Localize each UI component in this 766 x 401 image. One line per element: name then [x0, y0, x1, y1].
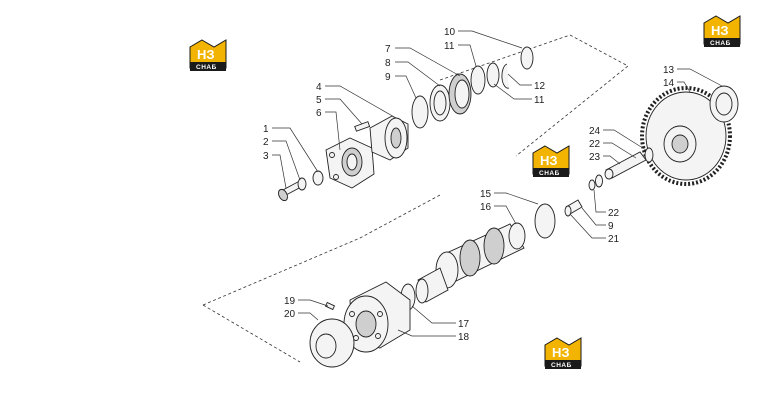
callout-9: 9: [608, 221, 614, 232]
pin-part: [324, 301, 336, 311]
callout-7: 7: [385, 44, 391, 55]
ring-part: [644, 147, 654, 163]
callout-13: 13: [663, 65, 675, 76]
logo-mark: НЗ: [540, 153, 558, 168]
callout-11: 11: [444, 41, 455, 52]
ring-part: [470, 65, 486, 95]
logo-caption: СНАБ: [551, 362, 572, 369]
housing-part: [369, 115, 409, 161]
ring-part: [588, 179, 596, 191]
callout-4: 4: [316, 82, 322, 93]
screw-part: [354, 121, 371, 132]
callout-10: 10: [444, 27, 456, 38]
callout-labels: 1 2 3 4 5 6 7 8 9 10 11 12 11 13 14 24 2…: [263, 27, 675, 343]
logo-mark: НЗ: [197, 47, 215, 62]
washer-part: [312, 170, 324, 186]
callout-2: 2: [263, 137, 269, 148]
callout-16: 16: [480, 202, 492, 213]
logo-caption: СНАБ: [539, 170, 560, 177]
callout-17: 17: [458, 319, 470, 330]
callout-1: 1: [263, 124, 269, 135]
bearing-part: [448, 73, 472, 115]
disc-part: [309, 318, 355, 368]
callout-15: 15: [480, 189, 492, 200]
assembly-frame-bottom: [202, 304, 301, 363]
callout-5: 5: [316, 95, 322, 106]
carrier-part: [343, 281, 411, 353]
logo-mark: НЗ: [711, 23, 729, 38]
assembly-frame: [439, 34, 629, 157]
callout-20: 20: [284, 309, 296, 320]
callout-3: 3: [263, 151, 269, 162]
ring-part: [411, 95, 429, 129]
bearing-part: [709, 85, 739, 123]
callout-22: 22: [608, 208, 620, 219]
logo-caption: СНАБ: [196, 64, 217, 71]
pin-part: [604, 151, 647, 180]
callout-6: 6: [316, 108, 322, 119]
brand-logo: НЗ СНАБ: [189, 39, 227, 71]
o-ring-part: [534, 203, 556, 239]
ring-part: [595, 174, 603, 188]
assembly-frame-lower: [202, 194, 441, 306]
snap-ring-part: [486, 62, 500, 88]
brand-logo: НЗ СНАБ: [703, 15, 741, 47]
callout-21: 21: [608, 234, 620, 245]
callout-22: 22: [589, 139, 601, 150]
shaft-part: [415, 222, 526, 304]
logo-mark: НЗ: [552, 345, 570, 360]
brand-logo: НЗ СНАБ: [532, 145, 570, 177]
callout-23: 23: [589, 152, 601, 163]
callout-11: 11: [534, 95, 545, 106]
ring-part: [520, 46, 534, 70]
bearing-part: [429, 84, 451, 122]
plug-part: [564, 199, 583, 217]
callout-9: 9: [385, 72, 391, 83]
gear-part: [640, 86, 732, 186]
callout-8: 8: [385, 58, 391, 69]
callout-12: 12: [534, 81, 546, 92]
brand-logo: НЗ СНАБ: [544, 337, 582, 369]
callout-24: 24: [589, 126, 601, 137]
logo-caption: СНАБ: [710, 40, 731, 47]
callout-14: 14: [663, 78, 675, 89]
leader-lines: [272, 30, 723, 337]
washer-part: [297, 177, 307, 191]
callout-18: 18: [458, 332, 470, 343]
callout-19: 19: [284, 296, 296, 307]
snap-ring-part: [501, 63, 510, 89]
flange-carrier-part: [325, 137, 375, 189]
